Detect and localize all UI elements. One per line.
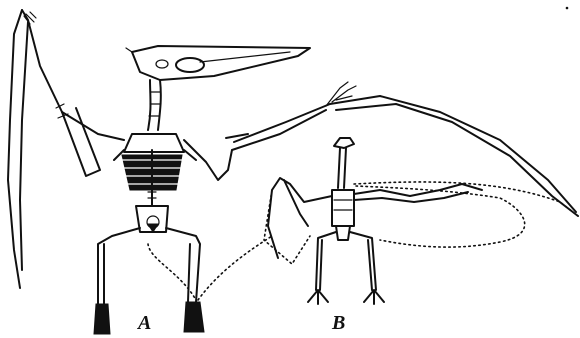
- figure-label-a: A: [138, 312, 151, 335]
- skull-a: [126, 46, 310, 80]
- legs-b: [308, 232, 384, 304]
- right-wing-b: [354, 182, 578, 247]
- legs-a: [94, 228, 272, 334]
- figure-label-b: B: [332, 312, 345, 335]
- skeleton-b: [264, 138, 578, 304]
- right-wing-a: [184, 82, 578, 216]
- left-wing-a: [8, 10, 124, 288]
- neck-b: [338, 148, 346, 188]
- skull-b: [334, 138, 354, 148]
- stray-mark: [566, 7, 569, 10]
- skeleton-a: [8, 10, 578, 334]
- torso-a: [114, 134, 196, 232]
- neck-a: [148, 80, 161, 130]
